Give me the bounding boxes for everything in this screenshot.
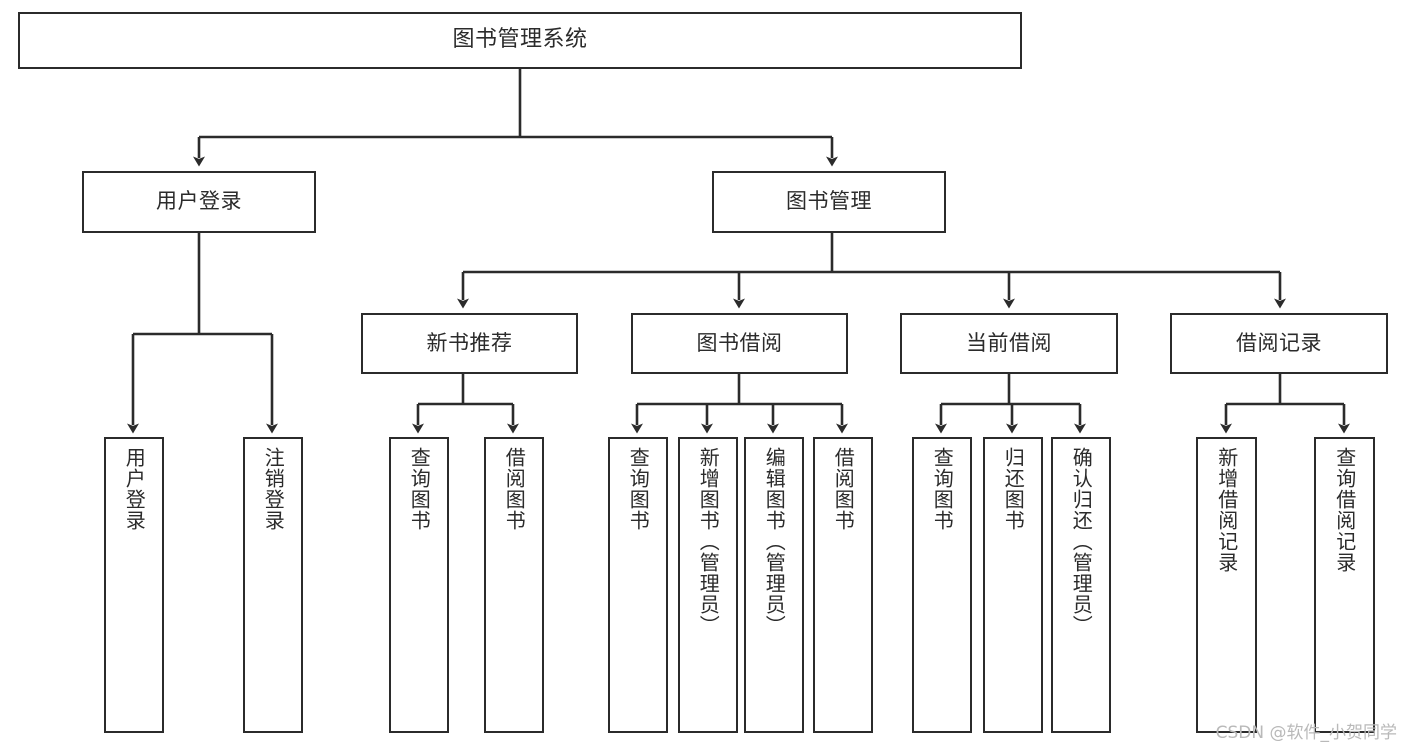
node-label: 新增图书（管理员） bbox=[696, 447, 721, 636]
node-label: 新书推荐 bbox=[426, 330, 513, 355]
node-label: 编辑图书（管理员） bbox=[762, 447, 787, 636]
node-label: 新增借阅记录 bbox=[1214, 447, 1239, 573]
leaf-query-book-current[interactable]: 查询图书 bbox=[912, 437, 972, 733]
leaf-edit-book[interactable]: 编辑图书（管理员） bbox=[744, 437, 804, 733]
leaf-query-borrow-record[interactable]: 查询借阅记录 bbox=[1314, 437, 1375, 733]
node-label: 注销登录 bbox=[261, 447, 286, 531]
node-label: 归还图书 bbox=[1001, 447, 1026, 531]
leaf-user-login[interactable]: 用户登录 bbox=[104, 437, 164, 733]
node-label: 借阅图书 bbox=[502, 447, 527, 531]
node-user-login[interactable]: 用户登录 bbox=[82, 171, 316, 233]
leaf-user-logout[interactable]: 注销登录 bbox=[243, 437, 303, 733]
node-label: 借阅记录 bbox=[1236, 330, 1322, 355]
node-new-book-recommend[interactable]: 新书推荐 bbox=[361, 313, 578, 374]
node-label: 图书借阅 bbox=[696, 330, 783, 355]
node-label: 查询借阅记录 bbox=[1332, 447, 1357, 573]
leaf-add-book[interactable]: 新增图书（管理员） bbox=[678, 437, 738, 733]
node-label: 查询图书 bbox=[626, 447, 651, 531]
leaf-query-book-borrow[interactable]: 查询图书 bbox=[608, 437, 668, 733]
csdn-watermark: CSDN @软件_小贺同学 bbox=[1215, 723, 1397, 743]
node-label: 查询图书 bbox=[407, 447, 432, 531]
leaf-borrow-book-recommend[interactable]: 借阅图书 bbox=[484, 437, 544, 733]
leaf-add-borrow-record[interactable]: 新增借阅记录 bbox=[1196, 437, 1257, 733]
node-root-book-management-system[interactable]: 图书管理系统 bbox=[18, 12, 1022, 69]
node-label: 图书管理系统 bbox=[452, 27, 588, 53]
node-label: 用户登录 bbox=[122, 447, 147, 531]
leaf-return-book[interactable]: 归还图书 bbox=[983, 437, 1043, 733]
node-label: 图书管理 bbox=[786, 189, 872, 214]
node-label: 借阅图书 bbox=[831, 447, 856, 531]
node-current-borrow[interactable]: 当前借阅 bbox=[900, 313, 1118, 374]
node-label: 用户登录 bbox=[156, 189, 242, 214]
leaf-query-book-recommend[interactable]: 查询图书 bbox=[389, 437, 449, 733]
node-label: 查询图书 bbox=[930, 447, 955, 531]
node-label: 当前借阅 bbox=[966, 330, 1052, 355]
node-book-management[interactable]: 图书管理 bbox=[712, 171, 946, 233]
leaf-borrow-book[interactable]: 借阅图书 bbox=[813, 437, 873, 733]
node-label: 确认归还（管理员） bbox=[1069, 447, 1094, 636]
leaf-confirm-return[interactable]: 确认归还（管理员） bbox=[1051, 437, 1111, 733]
node-book-borrow[interactable]: 图书借阅 bbox=[631, 313, 848, 374]
node-borrow-record[interactable]: 借阅记录 bbox=[1170, 313, 1388, 374]
